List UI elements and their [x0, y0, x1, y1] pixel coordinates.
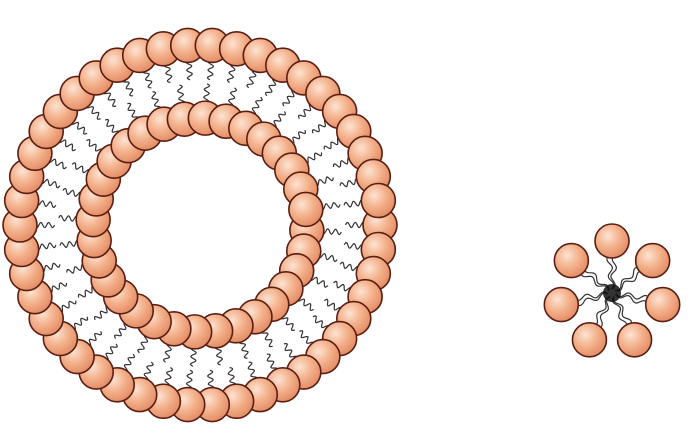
- micelle-tail: [614, 297, 632, 326]
- lipid-head: [289, 192, 323, 226]
- lipid-tail: [186, 60, 192, 79]
- lipid-head: [544, 288, 578, 322]
- lipid-tail: [144, 362, 153, 380]
- lipid-tail: [208, 370, 214, 389]
- lipid-tail: [59, 139, 76, 150]
- lipid-tail: [228, 64, 235, 83]
- lipid-head: [618, 323, 652, 357]
- lipid-tail: [105, 344, 117, 360]
- micelle-tail: [581, 272, 609, 291]
- lipid-tail: [273, 111, 286, 127]
- lipid-tail: [59, 216, 78, 222]
- lipid-tail: [49, 159, 67, 169]
- lipid-head: [595, 224, 629, 258]
- lipid-tail: [72, 163, 90, 173]
- lipid-head: [572, 323, 606, 357]
- lipid-tail: [35, 222, 55, 227]
- lipid-tail: [322, 229, 342, 235]
- lipid-tail: [324, 299, 341, 310]
- lipid-tail: [115, 323, 128, 339]
- lipid-tail: [204, 84, 210, 104]
- micelle-tail: [584, 267, 609, 290]
- lipid-tail: [334, 281, 352, 291]
- lipid-tail: [208, 60, 214, 79]
- lipid-tail: [187, 370, 193, 389]
- lipid-tail: [266, 79, 276, 96]
- lipid-head: [636, 244, 670, 278]
- micelle-core: [603, 284, 621, 302]
- lipid-tail: [165, 368, 172, 387]
- lipid-tail: [298, 298, 314, 311]
- lipid-tail: [247, 70, 256, 88]
- lipid-tail: [252, 97, 262, 115]
- lipid-head: [554, 244, 588, 278]
- lipid-head: [646, 288, 680, 322]
- liposome-bilayer-vesicle: [3, 28, 397, 421]
- lipid-heads: [3, 28, 397, 421]
- lipid-tail: [346, 222, 366, 227]
- lipid-tail: [124, 354, 134, 371]
- lipid-tail: [310, 277, 328, 287]
- lipid-head: [361, 183, 395, 217]
- lipid-tail: [191, 347, 197, 367]
- lipid-tail: [86, 140, 102, 153]
- micelle-tail: [598, 297, 610, 329]
- micelle: [544, 224, 679, 357]
- lipid-tail: [283, 90, 295, 106]
- lipid-tail: [138, 335, 148, 353]
